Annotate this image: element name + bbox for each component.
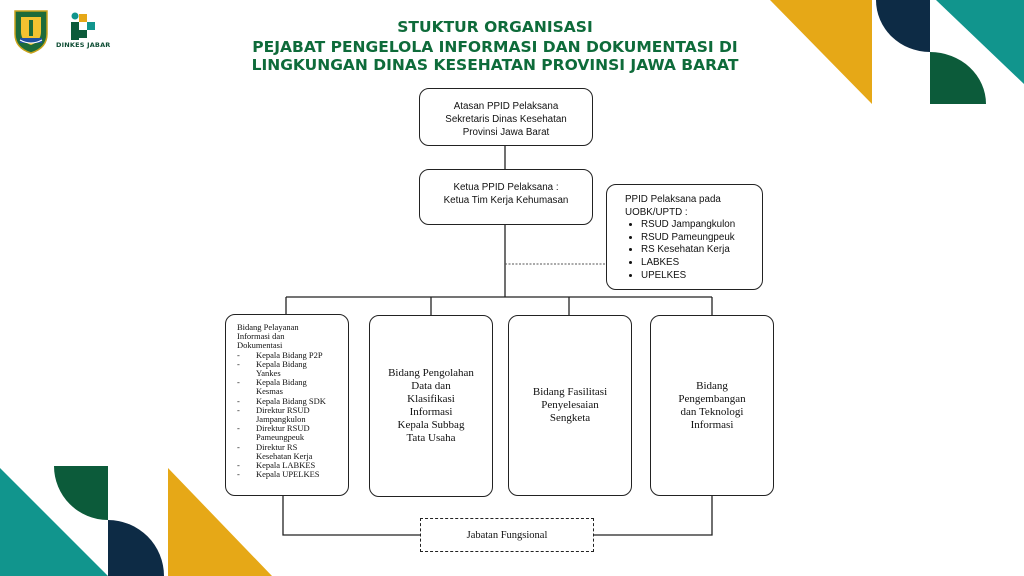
list-item: -Kepala Bidang P2P [237, 349, 323, 360]
atasan-line: Provinsi Jawa Barat [462, 127, 550, 138]
deco-teal-triangle-top [936, 0, 1024, 84]
bidang-pengolahan-line: Informasi [409, 406, 453, 418]
page-title-line2: PEJABAT PENGELOLA INFORMASI DAN DOKUMENT… [252, 38, 738, 56]
bidang-pengolahan-line: Klasifikasi [407, 393, 455, 405]
list-item: -Kepala UPELKES [237, 469, 320, 480]
bidang-pengembangan-box: Bidang Pengembangan dan Teknologi Inform… [650, 315, 774, 496]
bidang-pengolahan-line: Kepala Subbag [397, 419, 465, 431]
uobk-list: RSUD Jampangkulon RSUD Pameungpeuk RS Ke… [625, 219, 754, 282]
uobk-item: UPELKES [641, 270, 754, 283]
uobk-item: RSUD Pameungpeuk [641, 232, 754, 245]
dinkes-logo-label: DINKES JABAR [56, 41, 111, 49]
deco-navy-quarter-top [876, 0, 930, 52]
bidang-pelayanan-heading: Dokumentasi [237, 340, 283, 351]
bidang-fasilitasi-line: Penyelesaian [541, 399, 599, 411]
ketua-line: Ketua Tim Kerja Kehumasan [443, 195, 569, 206]
uobk-uptd-box: PPID Pelaksana pada UOBK/UPTD : RSUD Jam… [606, 184, 763, 290]
ketua-ppid-box: Ketua PPID Pelaksana : Ketua Tim Kerja K… [419, 169, 593, 225]
deco-gold-triangle-top [770, 0, 872, 104]
deco-green-quarter-bottom [54, 466, 108, 520]
bidang-pelayanan-box: Bidang Pelayanan Informasi dan Dokumenta… [225, 314, 349, 496]
page-title-line3: LINGKUNGAN DINAS KESEHATAN PROVINSI JAWA… [251, 56, 739, 74]
connector-fungsional-right [594, 496, 713, 536]
bidang-fasilitasi-line: Sengketa [549, 412, 591, 424]
bidang-pengembangan-line: Informasi [690, 418, 734, 431]
deco-green-quarter-top [930, 52, 986, 104]
deco-navy-quarter-bottom [108, 520, 164, 576]
atasan-line: Sekretaris Dinas Kesehatan [445, 114, 567, 125]
uobk-item: LABKES [641, 257, 754, 270]
bidang-pengembangan-line: dan Teknologi [680, 405, 744, 418]
uobk-item: RSUD Jampangkulon [641, 219, 754, 232]
uobk-item: RS Kesehatan Kerja [641, 244, 754, 257]
jawa-barat-emblem-logo [14, 10, 48, 54]
bidang-pelayanan-heading: Bidang Pelayanan [237, 322, 299, 332]
bidang-pengolahan-box: Bidang Pengolahan Data dan Klasifikasi I… [369, 315, 493, 497]
bidang-pelayanan-heading: Informasi dan [237, 331, 285, 342]
bidang-fasilitasi-line: Bidang Fasilitasi [532, 386, 608, 398]
deco-gold-triangle-bottom [168, 468, 272, 576]
bidang-fasilitasi-box: Bidang Fasilitasi Penyelesaian Sengketa [508, 315, 632, 496]
uobk-heading: UOBK/UPTD : [625, 206, 688, 218]
bidang-pengembangan-line: Pengembangan [678, 392, 746, 405]
connector-fungsional [282, 496, 420, 536]
list-item: -Kepala LABKES [237, 460, 316, 471]
ketua-line: Ketua PPID Pelaksana : [453, 182, 559, 193]
bidang-pengolahan-line: Data dan [411, 380, 451, 392]
bidang-pengolahan-line: Bidang Pengolahan [388, 367, 474, 379]
uobk-heading: PPID Pelaksana pada [625, 194, 721, 205]
deco-teal-triangle-bottom [0, 468, 108, 576]
bidang-pengembangan-line: Bidang [696, 379, 728, 392]
dinkes-jabar-logo [71, 12, 95, 40]
bidang-pengolahan-line: Tata Usaha [406, 432, 456, 444]
list-item: -Kepala Bidang SDK [237, 395, 326, 406]
atasan-line: Atasan PPID Pelaksana [453, 101, 559, 112]
jabatan-fungsional-box: Jabatan Fungsional [420, 518, 594, 552]
atasan-ppid-box: Atasan PPID Pelaksana Sekretaris Dinas K… [419, 88, 593, 146]
page-title-line1: STUKTUR ORGANISASI [397, 18, 593, 36]
